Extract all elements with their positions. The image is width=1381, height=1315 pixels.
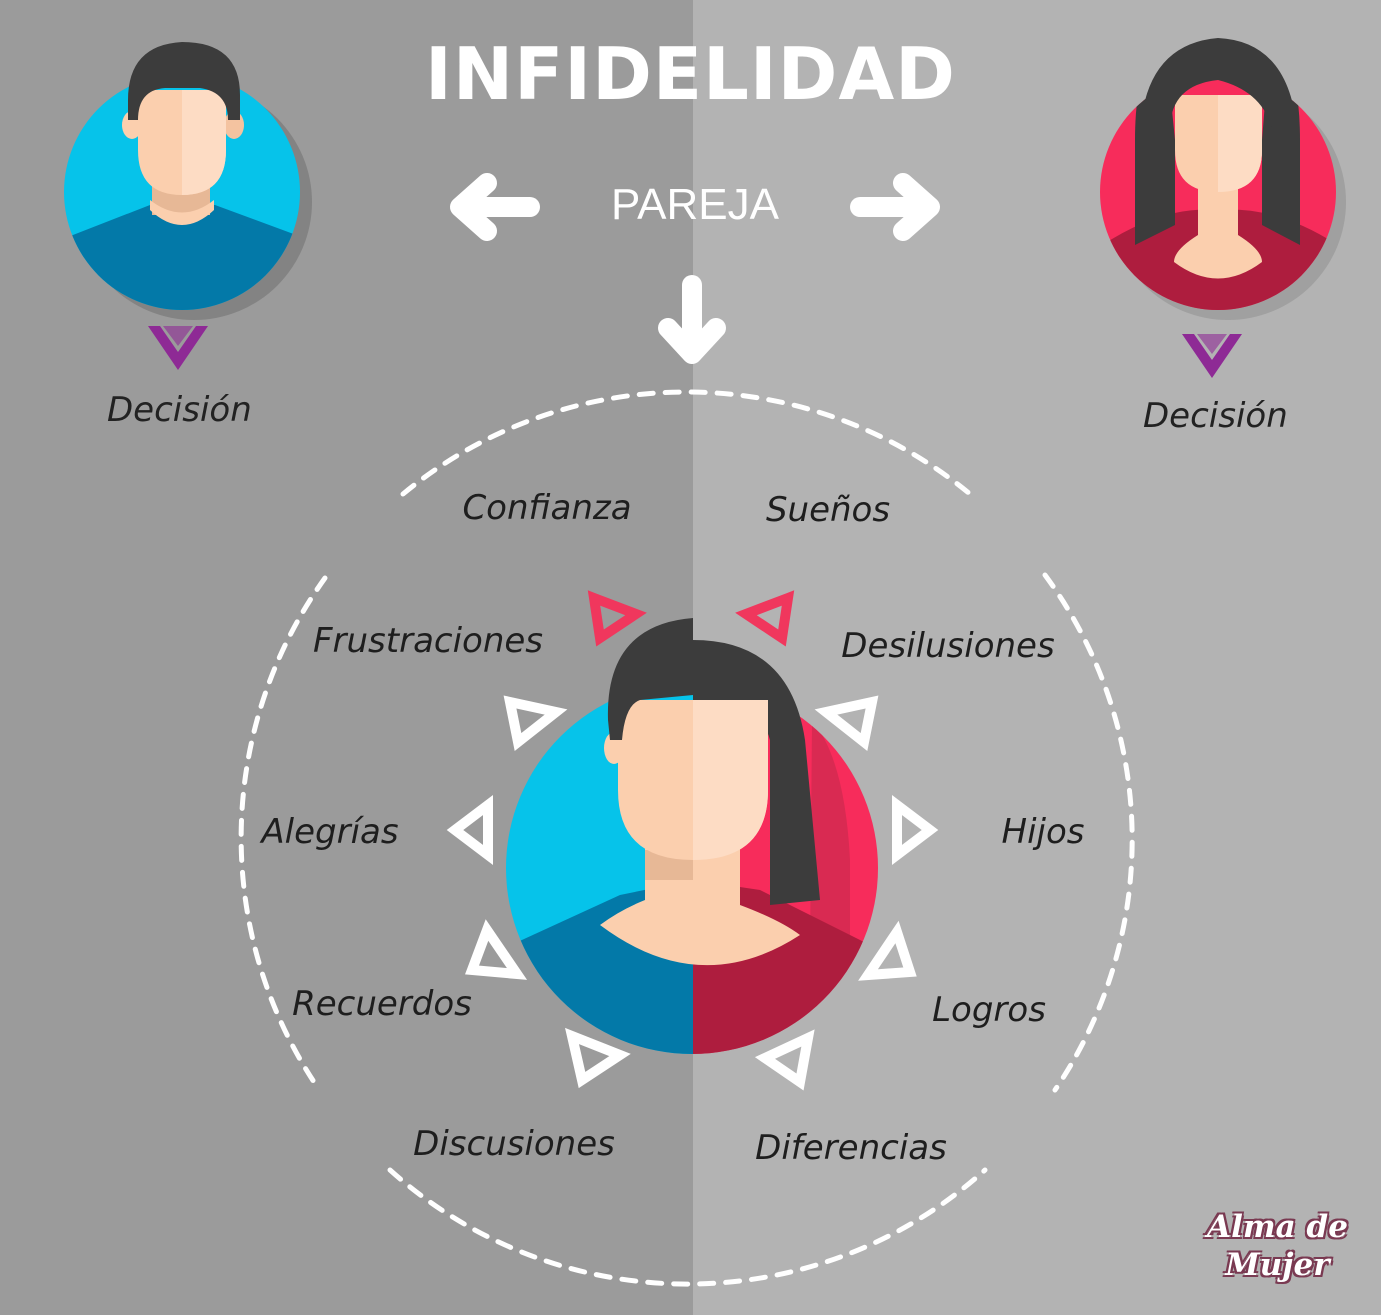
page-title: INFIDELIDAD	[425, 32, 956, 116]
logo-line-2: Mujer	[1225, 1247, 1330, 1283]
couple-avatar	[506, 618, 878, 1054]
left-arrow-icon	[450, 173, 540, 241]
word-alegrias: Alegrías	[261, 812, 399, 852]
word-discusiones: Discusiones	[413, 1124, 615, 1164]
word-desilusiones: Desilusiones	[841, 626, 1055, 666]
right-chevron-down-icon	[1182, 334, 1242, 378]
right-arrow-icon	[850, 173, 940, 241]
brand-logo: Alma de Mujer	[1185, 1208, 1370, 1284]
right-decision-label: Decisión	[1143, 396, 1288, 436]
left-decision-label: Decisión	[107, 390, 252, 430]
word-diferencias: Diferencias	[755, 1128, 947, 1168]
triangle-markers	[446, 695, 939, 1091]
dashed-ring	[238, 389, 1135, 1287]
word-confianza: Confianza	[462, 488, 632, 528]
word-logros: Logros	[932, 990, 1046, 1030]
subtitle-pareja: PAREJA	[611, 180, 779, 229]
male-avatar	[64, 42, 312, 320]
word-recuerdos: Recuerdos	[292, 984, 472, 1024]
down-arrow-icon	[658, 275, 726, 364]
logo-line-1: Alma de	[1207, 1209, 1348, 1245]
word-hijos: Hijos	[1001, 812, 1085, 852]
pink-triangle-markers	[587, 590, 795, 647]
left-chevron-down-icon	[148, 326, 208, 370]
word-frustraciones: Frustraciones	[312, 621, 544, 661]
word-suenos: Sueños	[765, 490, 891, 530]
